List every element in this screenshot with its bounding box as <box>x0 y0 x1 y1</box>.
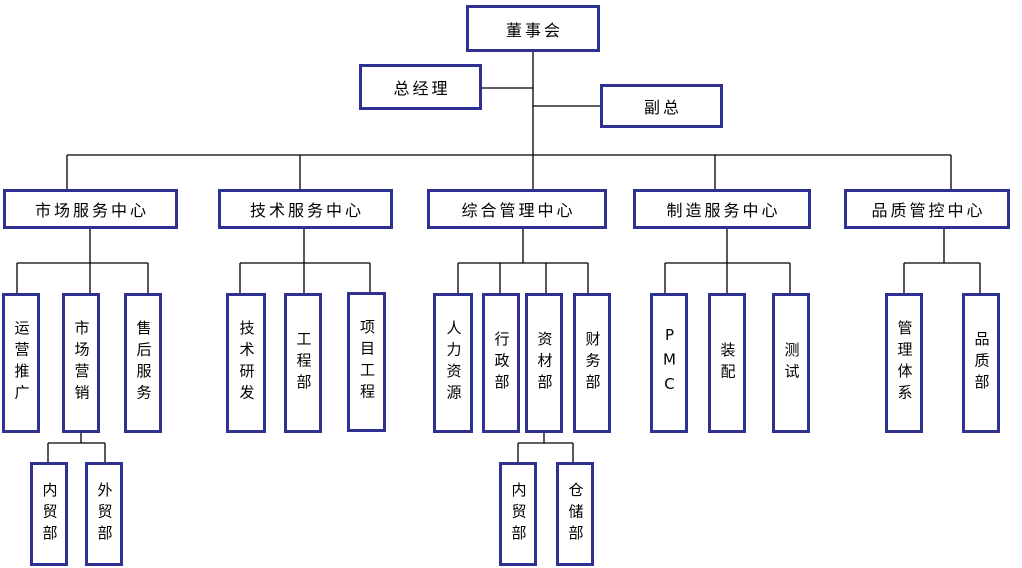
node-assembly: 装配 <box>708 293 746 433</box>
node-warehouse-dept: 仓储部 <box>556 462 594 566</box>
node-label: 内贸部 <box>509 481 528 547</box>
node-engineering-dept: 工程部 <box>284 293 322 433</box>
node-project-engineering: 项目工程 <box>347 292 386 432</box>
node-label: 项目工程 <box>358 319 376 405</box>
node-label: 总经理 <box>393 79 451 98</box>
node-market-service-center: 市场服务中心 <box>3 189 178 229</box>
node-domestic-trade-dept-materials: 内贸部 <box>499 462 537 566</box>
node-label: 技术服务中心 <box>249 201 364 220</box>
node-label: 品质管控中心 <box>871 201 986 220</box>
node-marketing: 市场营销 <box>62 293 100 433</box>
node-management-system: 管理体系 <box>885 293 923 433</box>
node-general-management-center: 综合管理中心 <box>427 189 607 229</box>
node-label: 外贸部 <box>95 481 114 547</box>
node-label: 运营推广 <box>12 320 31 406</box>
node-pmc: PMC <box>650 293 688 433</box>
node-label: 仓储部 <box>566 481 585 547</box>
node-technical-service-center: 技术服务中心 <box>218 189 393 229</box>
node-label: 行政部 <box>492 330 511 396</box>
node-label: 副总 <box>643 98 682 117</box>
node-quality-control-center: 品质管控中心 <box>844 189 1010 229</box>
node-label: 市场营销 <box>72 320 91 406</box>
node-tech-research-dev: 技术研发 <box>226 293 266 433</box>
node-label: 董事会 <box>505 20 563 40</box>
node-label: 管理体系 <box>895 320 914 406</box>
node-label: 制造服务中心 <box>666 201 781 220</box>
node-label: 测试 <box>782 341 801 385</box>
node-label: 售后服务 <box>134 320 153 406</box>
node-administration-dept: 行政部 <box>482 293 520 433</box>
node-deputy-general-manager: 副总 <box>600 84 723 128</box>
node-general-manager: 总经理 <box>359 64 482 110</box>
node-label: 技术研发 <box>237 320 256 406</box>
node-foreign-trade-dept: 外贸部 <box>85 462 123 566</box>
node-domestic-trade-dept: 内贸部 <box>30 462 68 566</box>
node-label: 品质部 <box>972 330 991 396</box>
node-operations-promotion: 运营推广 <box>2 293 40 433</box>
node-label: PMC <box>660 326 679 400</box>
node-label: 工程部 <box>294 330 313 396</box>
node-label: 人力资源 <box>444 320 463 406</box>
node-label: 内贸部 <box>40 481 59 547</box>
node-label: 财务部 <box>583 330 602 396</box>
node-finance-dept: 财务部 <box>573 293 611 433</box>
node-quality-dept: 品质部 <box>962 293 1000 433</box>
node-label: 资材部 <box>535 330 554 396</box>
node-manufacturing-service-center: 制造服务中心 <box>633 189 811 229</box>
node-label: 综合管理中心 <box>461 201 576 220</box>
node-human-resources: 人力资源 <box>433 293 473 433</box>
node-after-sales-service: 售后服务 <box>124 293 162 433</box>
node-board-of-directors: 董事会 <box>466 5 600 52</box>
node-label: 市场服务中心 <box>34 201 149 220</box>
node-label: 装配 <box>718 341 737 385</box>
node-testing: 测试 <box>772 293 810 433</box>
node-materials-dept: 资材部 <box>525 293 563 433</box>
